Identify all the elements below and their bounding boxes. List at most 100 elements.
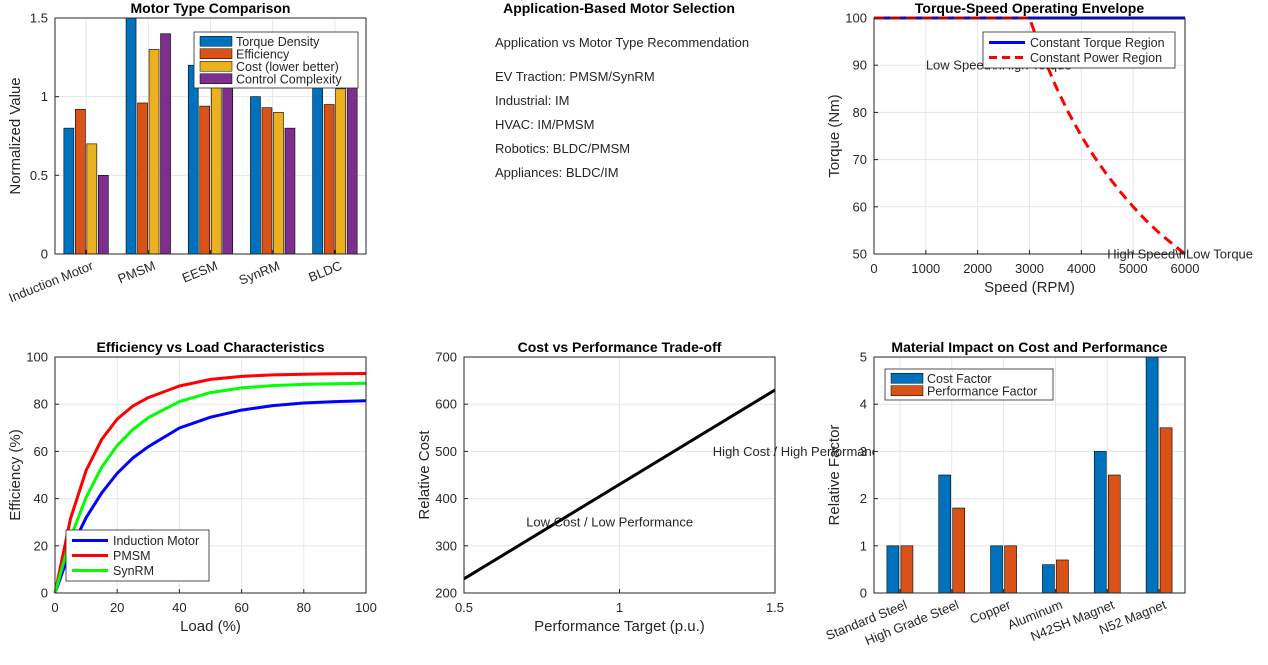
legend-label: PMSM: [113, 549, 151, 563]
bar: [1004, 545, 1017, 594]
y-tick-label: 500: [435, 444, 457, 459]
x-tick-label: 1.5: [766, 600, 784, 615]
y-tick-label: 90: [853, 58, 867, 73]
y-tick-label: 20: [34, 538, 48, 553]
chart-title: Application-Based Motor Selection: [503, 0, 735, 16]
series-line: [53, 399, 367, 594]
y-tick-label: 0.5: [30, 168, 48, 183]
bar: [250, 96, 261, 255]
y-tick-label: 100: [845, 11, 867, 26]
y-tick-label: 700: [435, 350, 457, 365]
recommendation-line: EV Traction: PMSM/SynRM: [495, 69, 655, 84]
text-header: Application vs Motor Type Recommendation: [495, 35, 749, 50]
legend-swatch: [199, 73, 233, 84]
x-tick-label: Induction Motor: [7, 258, 96, 306]
bar: [335, 88, 346, 255]
bar: [75, 108, 86, 255]
x-tick-label: 0: [870, 261, 877, 276]
bar: [990, 545, 1003, 594]
x-axis-label: Speed (RPM): [984, 279, 1075, 296]
bar: [210, 80, 222, 255]
bar: [98, 175, 109, 255]
recommendation-line: Appliances: BLDC/IM: [495, 165, 619, 180]
y-axis-label: Torque (Nm): [826, 94, 843, 177]
chart-title: Efficiency vs Load Characteristics: [97, 339, 325, 355]
bar: [261, 107, 273, 255]
bar: [1107, 474, 1121, 594]
bar: [312, 80, 323, 255]
legend-label: Constant Torque Region: [1030, 36, 1165, 50]
chart-title: Cost vs Performance Trade-off: [518, 339, 722, 355]
legend-swatch: [199, 61, 233, 72]
bar: [187, 64, 199, 255]
x-tick-label: BLDC: [306, 258, 344, 285]
y-axis-label: Relative Factor: [826, 425, 843, 526]
y-tick-label: 5: [860, 350, 867, 365]
legend-swatch: [890, 373, 924, 384]
y-tick-label: 1: [41, 89, 48, 104]
y-tick-label: 100: [26, 350, 48, 365]
y-tick-label: 40: [34, 491, 48, 506]
x-tick-label: 5000: [1119, 261, 1148, 276]
chart-app-selection: Application-Based Motor SelectionApplica…: [495, 0, 749, 180]
bar: [1159, 427, 1173, 594]
y-tick-label: 2: [860, 491, 867, 506]
legend-box: [982, 31, 1176, 69]
chart-material-impact: Material Impact on Cost and Performance 0…: [824, 339, 1186, 648]
y-tick-label: 80: [34, 397, 48, 412]
y-tick-label: 50: [853, 247, 867, 262]
legend-label: Torque Density: [236, 35, 320, 49]
x-tick-label: PMSM: [116, 258, 158, 287]
y-tick-label: 0: [860, 586, 867, 601]
x-tick-label: 0.5: [455, 600, 473, 615]
bar: [273, 112, 284, 255]
annotation: High Cost / High Performance: [713, 444, 886, 459]
y-tick-label: 400: [435, 491, 457, 506]
y-tick-label: 70: [853, 152, 867, 167]
legend-swatch: [199, 36, 233, 47]
bar: [137, 102, 148, 255]
bar: [886, 545, 900, 594]
chart-title: Material Impact on Cost and Performance: [891, 339, 1167, 355]
x-axis-label: Performance Target (p.u.): [534, 618, 705, 635]
bar: [900, 545, 914, 594]
y-tick-label: 0: [41, 247, 48, 262]
axes-box: [463, 356, 776, 594]
legend-label: Constant Power Region: [1030, 51, 1162, 65]
x-tick-label: 80: [297, 600, 311, 615]
y-tick-label: 300: [435, 538, 457, 553]
y-tick-label: 60: [853, 199, 867, 214]
legend-label: Induction Motor: [113, 534, 199, 548]
recommendation-line: Robotics: BLDC/PMSM: [495, 141, 630, 156]
x-tick-label: 40: [172, 600, 186, 615]
bar: [125, 17, 137, 255]
bar: [1093, 451, 1107, 594]
x-tick-label: 6000: [1171, 261, 1200, 276]
y-tick-label: 600: [435, 397, 457, 412]
x-tick-label: 20: [110, 600, 124, 615]
bar: [63, 127, 75, 255]
y-tick-label: 80: [853, 105, 867, 120]
bar: [952, 507, 966, 594]
y-axis-label: Efficiency (%): [7, 429, 24, 520]
axes-box: [54, 17, 367, 255]
x-tick-label: EESM: [180, 258, 220, 286]
x-tick-label: 4000: [1067, 261, 1096, 276]
x-tick-label: 0: [51, 600, 58, 615]
chart-cost-performance: Cost vs Performance Trade-off20030040050…: [416, 339, 885, 635]
recommendation-line: HVAC: IM/PMSM: [495, 117, 594, 132]
x-tick-label: 3000: [1015, 261, 1044, 276]
chart-torque-speed: Torque-Speed Operating Envelope506070809…: [826, 0, 1253, 296]
y-axis-label: Normalized Value: [7, 77, 24, 194]
chart-efficiency-load: Efficiency vs Load Characteristics020406…: [7, 339, 377, 635]
y-tick-label: 1: [860, 538, 867, 553]
series-line: [53, 372, 367, 594]
x-tick-label: 1: [616, 600, 623, 615]
series-line: [53, 381, 367, 594]
bar: [148, 49, 160, 255]
y-axis-label: Relative Cost: [416, 430, 433, 520]
